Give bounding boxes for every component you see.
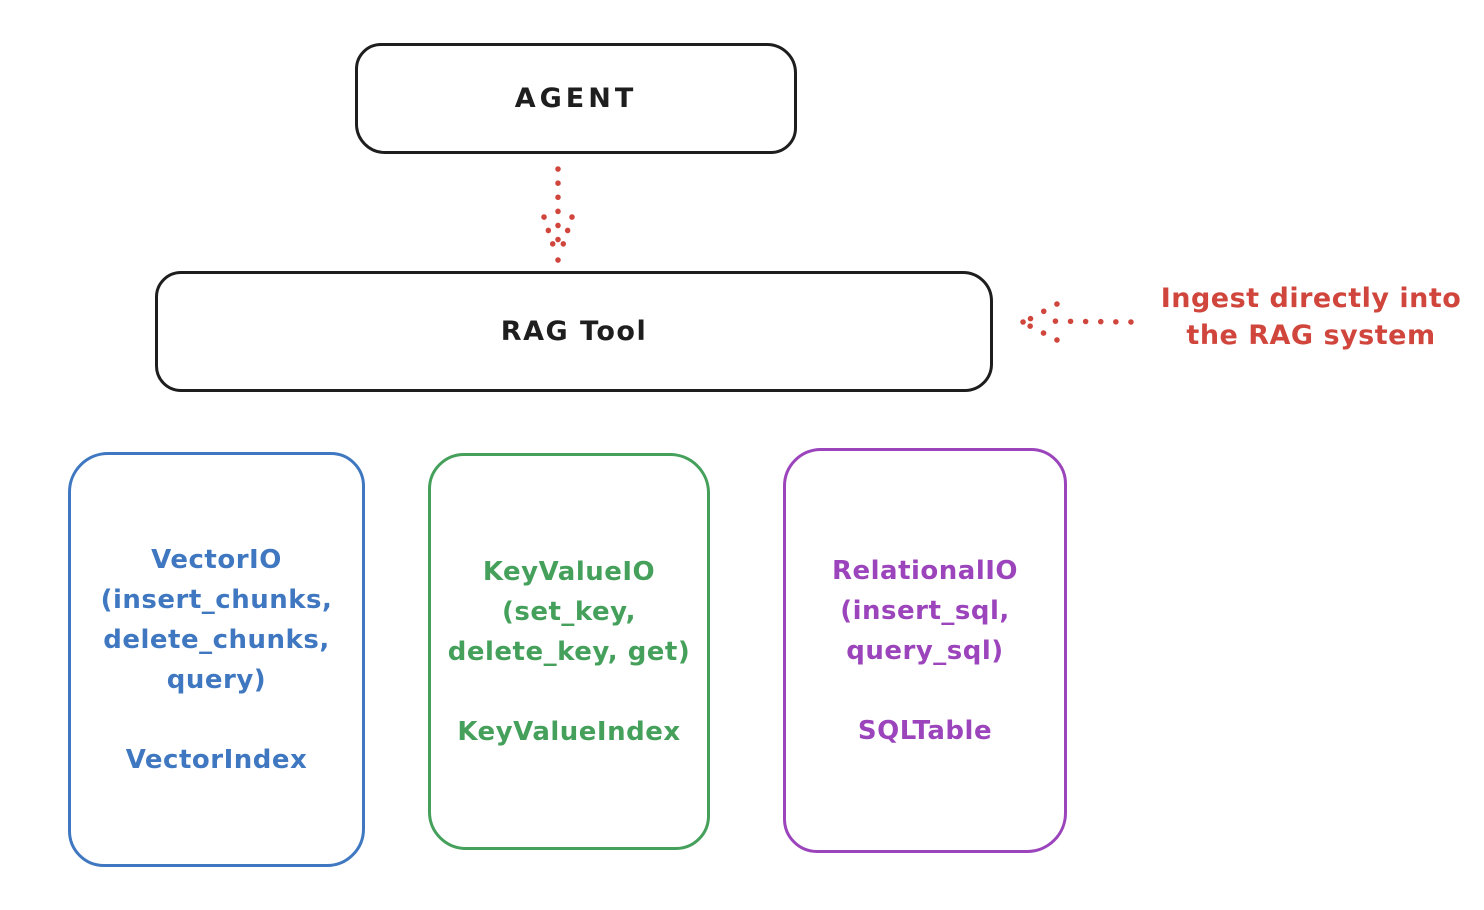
relational-io-line: RelationalIO [831,555,1019,586]
rag-tool-label: RAG Tool [500,316,648,347]
vector-io-line: delete_chunks, [103,624,330,655]
vector-io-label: VectorIO (insert_chunks, delete_chunks, … [101,540,333,780]
ingest-annotation: Ingest directly into the RAG system [1138,280,1484,354]
keyvalue-io-line: delete_key, get) [447,636,691,667]
relational-io-label: RelationalIO (insert_sql, query_sql) SQL… [832,551,1018,751]
relational-io-node: RelationalIO (insert_sql, query_sql) SQL… [783,448,1067,853]
vector-io-line: VectorIO [151,544,282,575]
relational-io-line: (insert_sql, [840,595,1010,626]
sql-table-label: SQLTable [857,715,993,746]
keyvalue-index-label: KeyValueIndex [457,716,681,747]
ingest-annotation-arrow [1020,301,1134,343]
vector-io-node: VectorIO (insert_chunks, delete_chunks, … [68,452,365,867]
keyvalue-io-line: (set_key, [502,596,636,627]
keyvalue-io-label: KeyValueIO (set_key, delete_key, get) Ke… [448,552,691,752]
agent-to-rag-dotted-arrow [541,166,575,263]
vector-io-line: query) [166,664,267,695]
rag-tool-node: RAG Tool [155,271,993,392]
ingest-annotation-line-2: the RAG system [1186,320,1436,351]
vector-io-line: (insert_chunks, [100,584,333,615]
relational-io-line: query_sql) [846,635,1004,666]
ingest-annotation-line-1: Ingest directly into [1160,283,1462,314]
agent-node: AGENT [355,43,797,154]
keyvalue-io-node: KeyValueIO (set_key, delete_key, get) Ke… [428,453,710,850]
agent-label: AGENT [514,83,638,114]
vector-index-label: VectorIndex [125,744,308,775]
keyvalue-io-line: KeyValueIO [482,556,656,587]
